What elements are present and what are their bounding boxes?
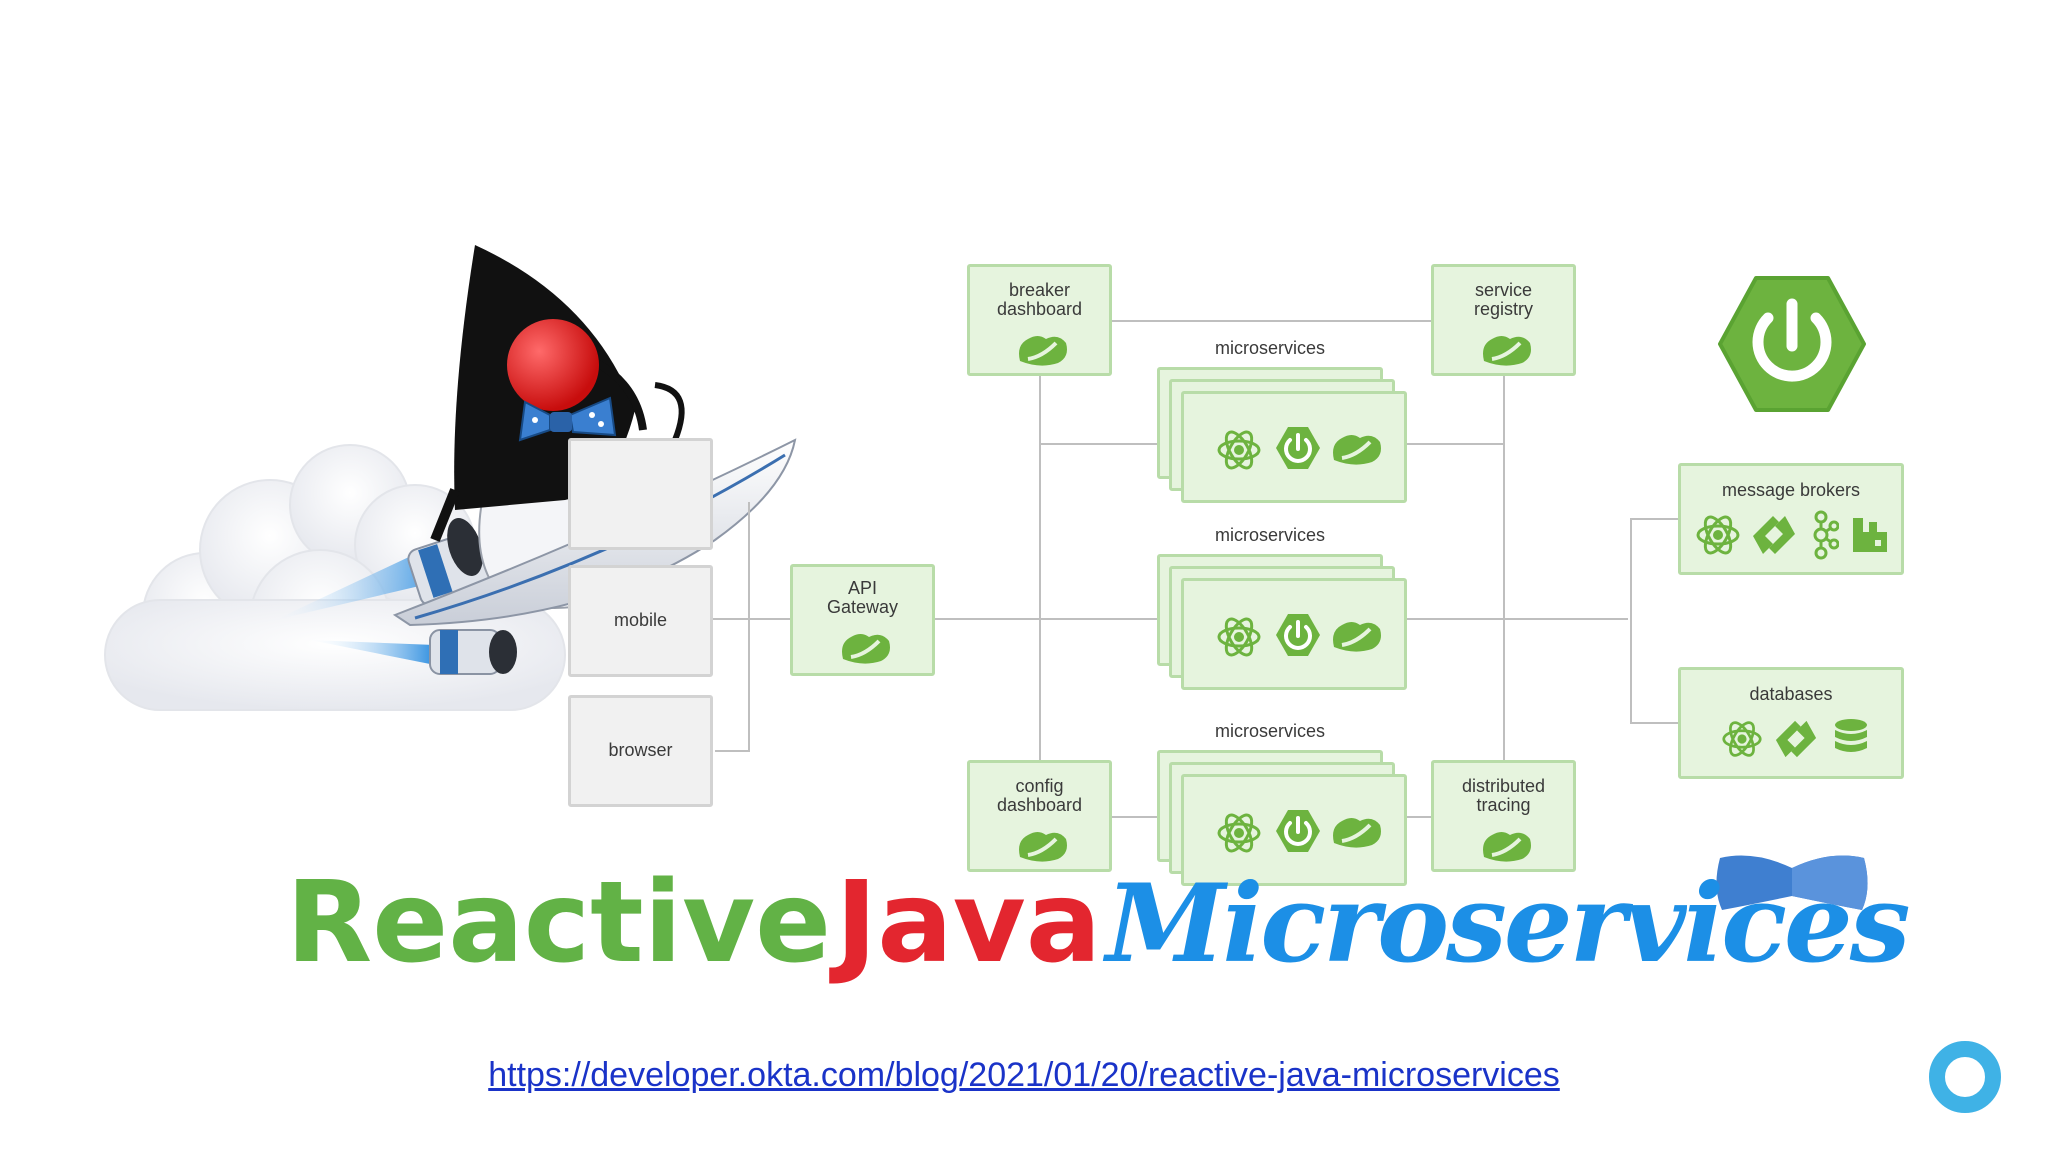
connector [1039,375,1041,765]
breaker-dashboard-label-2: dashboard [970,300,1109,319]
spring-boot-logo-icon [1716,274,1868,414]
api-gateway-label-2: Gateway [793,598,932,617]
message-brokers-box: message brokers [1678,463,1904,575]
config-dashboard-label-2: dashboard [970,796,1109,815]
microservices-label: microservices [1157,338,1383,359]
rabbitmq-icon [1849,514,1891,556]
reactor-atom-icon [1216,614,1262,660]
browser-label: browser [571,741,710,760]
connector [1405,816,1433,818]
reactor-atom-icon [1216,810,1262,856]
service-registry-label-1: service [1434,281,1573,300]
api-gateway-box: API Gateway [790,564,935,676]
distributed-tracing-box: distributed tracing [1431,760,1576,872]
spring-leaf-icon [1478,329,1534,369]
reactor-atom-icon [1695,512,1741,558]
connector [1039,443,1157,445]
config-dashboard-box: config dashboard [967,760,1112,872]
connector [1630,722,1678,724]
spring-boot-power-icon [1274,807,1322,855]
spring-leaf-icon [1014,329,1070,369]
database-icon [1833,718,1869,760]
client-box-top [568,438,713,550]
connector [748,502,750,752]
spring-leaf-icon [1328,615,1384,655]
message-brokers-label: message brokers [1681,481,1901,500]
spring-boot-power-icon [1274,611,1322,659]
connector [1630,518,1678,520]
mobile-client-box: mobile [568,565,713,677]
spring-leaf-icon [837,627,893,667]
title-microservices: Microservices [1106,861,1908,987]
page-title: Reactive Java Microservices [286,858,1908,988]
kafka-icon [1809,510,1839,560]
service-registry-box: service registry [1431,264,1576,376]
microservices-label: microservices [1157,525,1383,546]
databases-label: databases [1681,685,1901,704]
rabbitmq-icon [1749,512,1799,558]
config-dashboard-label-1: config [970,777,1109,796]
title-java: Java [836,858,1102,988]
spring-leaf-icon [1328,428,1384,468]
connector [1405,443,1505,445]
api-gateway-label-1: API [793,579,932,598]
mobile-label: mobile [571,611,710,630]
breaker-dashboard-box: breaker dashboard [967,264,1112,376]
distributed-tracing-label-2: tracing [1434,796,1573,815]
connector [1630,518,1632,723]
connector [1503,375,1505,765]
rabbitmq-icon [1771,717,1821,761]
microservice-card [1181,391,1407,503]
connector [1111,320,1432,322]
title-reactive: Reactive [286,858,831,988]
service-registry-label-2: registry [1434,300,1573,319]
okta-ring-icon[interactable] [1928,1040,2002,1114]
browser-client-box: browser [568,695,713,807]
distributed-tracing-label-1: distributed [1434,777,1573,796]
reactor-atom-icon [1216,427,1262,473]
spring-leaf-icon [1328,811,1384,851]
spring-boot-power-icon [1274,424,1322,472]
databases-box: databases [1678,667,1904,779]
microservice-card [1181,578,1407,690]
connector [1111,816,1157,818]
connector [712,618,792,620]
connector [715,750,750,752]
blog-link[interactable]: https://developer.okta.com/blog/2021/01/… [0,1056,2048,1095]
microservices-label: microservices [1157,721,1383,742]
reactor-atom-icon [1721,718,1763,760]
breaker-dashboard-label-1: breaker [970,281,1109,300]
